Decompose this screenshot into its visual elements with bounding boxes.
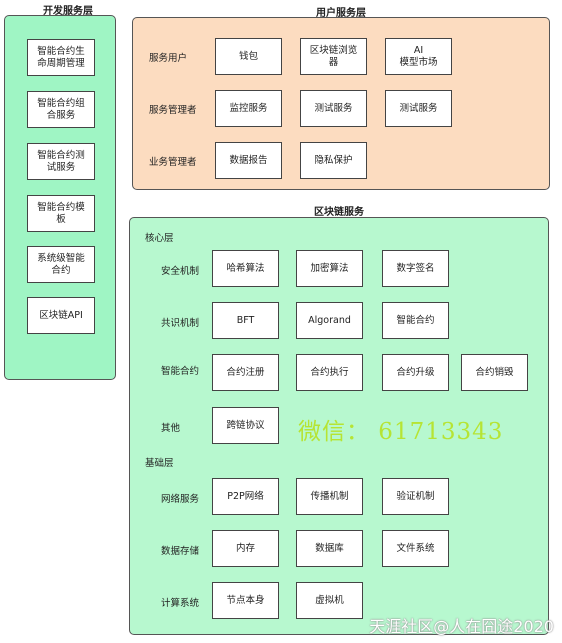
base-item-database[interactable]: 数据库 [296, 530, 363, 567]
row-label-service-managers: 服务管理者 [149, 105, 197, 116]
user-item-privacy[interactable]: 隐私保护 [300, 142, 367, 179]
core-item-contract-upgrade[interactable]: 合约升级 [382, 354, 449, 391]
blockchain-layer-title: 区块链服务 [314, 207, 364, 218]
core-item-contract-register[interactable]: 合约注册 [212, 354, 279, 391]
core-item-algorand[interactable]: Algorand [296, 302, 363, 339]
row-label-consensus: 共识机制 [161, 318, 200, 329]
user-layer-panel: 服务用户 钱包 区块链浏览 器 AI 模型市场 服务管理者 监控服务 测试服务 … [132, 17, 550, 190]
row-label-network: 网络服务 [161, 494, 200, 505]
core-item-hash[interactable]: 哈希算法 [212, 250, 279, 287]
dev-layer-title: 开发服务层 [43, 6, 93, 17]
row-label-business-managers: 业务管理者 [149, 157, 197, 168]
dev-item-composition[interactable]: 智能合约组 合服务 [27, 91, 95, 128]
user-item-ai-market[interactable]: AI 模型市场 [385, 38, 452, 75]
user-layer-title: 用户服务层 [316, 8, 366, 19]
row-label-other: 其他 [161, 423, 181, 434]
row-label-compute: 计算系统 [161, 598, 200, 609]
dev-item-template[interactable]: 智能合约模 板 [27, 195, 95, 232]
row-label-security: 安全机制 [161, 266, 200, 277]
base-item-memory[interactable]: 内存 [212, 530, 279, 567]
dev-item-blockchain-api[interactable]: 区块链API [27, 297, 95, 334]
base-item-node[interactable]: 节点本身 [212, 582, 279, 619]
user-item-monitoring[interactable]: 监控服务 [215, 90, 282, 127]
core-item-signature[interactable]: 数字签名 [382, 250, 449, 287]
base-item-propagation[interactable]: 传播机制 [296, 478, 363, 515]
core-item-cross-chain[interactable]: 跨链协议 [212, 407, 279, 444]
user-item-testing-1[interactable]: 测试服务 [300, 90, 367, 127]
wechat-watermark: 微信： 61713343 [298, 419, 504, 445]
dev-item-lifecycle[interactable]: 智能合约生 命周期管理 [27, 39, 95, 76]
row-label-smart-contract: 智能合约 [161, 366, 200, 377]
base-item-filesystem[interactable]: 文件系统 [382, 530, 449, 567]
row-label-service-users: 服务用户 [149, 53, 188, 64]
base-item-vm[interactable]: 虚拟机 [296, 582, 363, 619]
user-item-testing-2[interactable]: 测试服务 [385, 90, 452, 127]
blockchain-layer-panel: 核心层 安全机制 哈希算法 加密算法 数字签名 共识机制 BFT Algoran… [129, 217, 549, 635]
core-item-bft[interactable]: BFT [212, 302, 279, 339]
dev-item-testing[interactable]: 智能合约测 试服务 [27, 143, 95, 180]
row-label-storage: 数据存储 [161, 546, 200, 557]
dev-item-system-contract[interactable]: 系统级智能 合约 [27, 246, 95, 283]
core-item-smart-contract[interactable]: 智能合约 [382, 302, 449, 339]
core-item-contract-destroy[interactable]: 合约销毁 [461, 354, 528, 391]
user-item-explorer[interactable]: 区块链浏览 器 [300, 38, 367, 75]
corner-watermark: 天涯社区@人在囧途2020 [369, 617, 554, 636]
core-layer-title: 核心层 [145, 233, 174, 244]
base-layer-title: 基础层 [145, 458, 174, 469]
core-item-contract-execute[interactable]: 合约执行 [296, 354, 363, 391]
base-item-p2p[interactable]: P2P网络 [212, 478, 279, 515]
dev-layer-panel: 智能合约生 命周期管理 智能合约组 合服务 智能合约测 试服务 智能合约模 板 … [4, 15, 116, 380]
base-item-verification[interactable]: 验证机制 [382, 478, 449, 515]
user-item-data-report[interactable]: 数据报告 [215, 142, 282, 179]
core-item-encryption[interactable]: 加密算法 [296, 250, 363, 287]
user-item-wallet[interactable]: 钱包 [215, 38, 282, 75]
